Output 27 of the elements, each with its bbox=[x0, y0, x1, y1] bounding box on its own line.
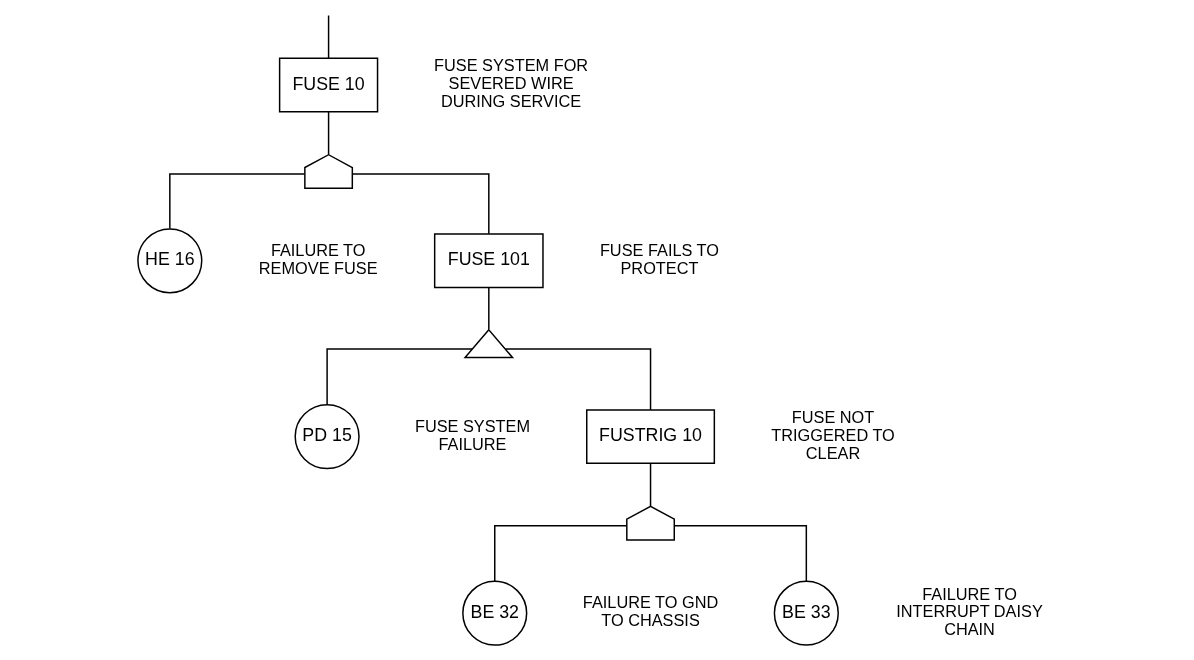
node-circle: BE 32 bbox=[461, 580, 527, 646]
node-box: FUSE 101 bbox=[433, 233, 544, 289]
connector bbox=[327, 111, 329, 156]
node-circle: PD 15 bbox=[293, 404, 360, 470]
connector bbox=[168, 173, 305, 230]
node-box: FUSTRIG 10 bbox=[585, 409, 715, 465]
node-box: FUSE 10 bbox=[278, 57, 378, 113]
node-label: FAILURE TO GND TO CHASSIS bbox=[582, 593, 718, 630]
node-dome bbox=[625, 505, 675, 541]
node-dome bbox=[303, 153, 353, 189]
connector bbox=[493, 524, 627, 582]
node-label: FAILURE TO INTERRUPT DAISY CHAIN bbox=[895, 584, 1043, 639]
connector bbox=[649, 462, 651, 507]
connector bbox=[327, 14, 329, 59]
node-label: FUSE FAILS TO PROTECT bbox=[599, 241, 719, 277]
connector bbox=[325, 348, 473, 406]
node-label: FUSE SYSTEM FOR SEVERED WIRE DURING SERVICE bbox=[433, 56, 588, 110]
connector bbox=[351, 173, 490, 235]
connector bbox=[487, 286, 490, 330]
node-label: FUSE NOT TRIGGERED TO CLEAR bbox=[770, 407, 895, 462]
node-circle: HE 16 bbox=[136, 228, 202, 294]
node-label: FUSE SYSTEM FAILURE bbox=[414, 416, 530, 453]
node-circle: BE 33 bbox=[773, 580, 839, 646]
node-shield bbox=[462, 328, 514, 359]
connector bbox=[504, 348, 651, 411]
connector bbox=[673, 524, 807, 582]
node-label: FAILURE TO REMOVE FUSE bbox=[258, 241, 378, 277]
